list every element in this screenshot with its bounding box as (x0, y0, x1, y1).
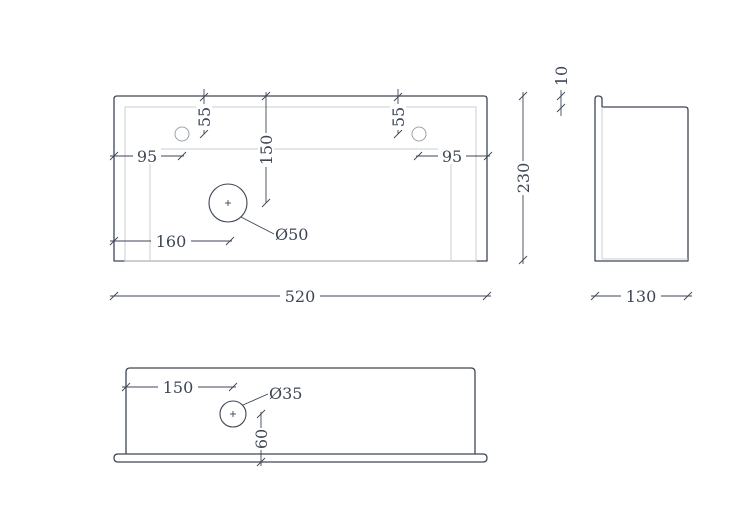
dim-drain-offset: 160 (109, 232, 235, 251)
dim-tap-offset-right: 95 (413, 147, 493, 166)
dim-lip-height: 10 (552, 66, 571, 116)
drain-center-mark (225, 200, 231, 206)
front-view-basin-outline (149, 148, 452, 262)
tap-hole-right (411, 126, 427, 142)
dim-tap-depth-left: 55 (195, 89, 214, 139)
dim-top-drain-depth: 60 (252, 409, 271, 467)
front-view-outline (113, 95, 488, 262)
dim-label-tap-depth-right: 55 (389, 107, 408, 127)
top-view-lip (113, 453, 488, 463)
side-view-outline (594, 95, 689, 262)
dim-top-drain-diameter: Ø35 (242, 384, 302, 406)
top-view: 150 Ø35 60 (113, 367, 488, 467)
top-view-outline (125, 367, 476, 454)
dim-drain-diameter: Ø50 (240, 216, 308, 244)
dim-label-tap-depth-left: 55 (195, 107, 214, 127)
dim-drain-depth: 150 (257, 91, 276, 208)
side-view: 10 130 (552, 66, 693, 306)
dim-label-drain-diameter: Ø50 (275, 225, 308, 244)
dim-depth: 130 (590, 287, 693, 306)
tap-hole-left (174, 126, 190, 142)
dim-label-height: 230 (514, 163, 533, 194)
front-view: 55 55 150 95 (109, 89, 533, 306)
dim-top-drain-offset: 150 (121, 378, 238, 397)
dim-overall-width: 520 (109, 287, 492, 306)
dim-label-top-drain-offset: 150 (163, 378, 194, 397)
dim-label-top-drain-diameter: Ø35 (269, 384, 302, 403)
dim-label-drain-depth: 150 (257, 135, 276, 166)
dim-tap-depth-right: 55 (389, 89, 408, 139)
dim-height: 230 (514, 91, 533, 265)
drain-center-mark-top (230, 411, 236, 417)
dim-tap-offset-left: 95 (109, 147, 187, 166)
dim-label-tap-offset-right: 95 (442, 147, 462, 166)
dim-label-top-drain-depth: 60 (252, 429, 271, 449)
dim-label-lip-height: 10 (552, 66, 571, 86)
dim-label-overall-width: 520 (285, 287, 316, 306)
dim-label-tap-offset-left: 95 (137, 147, 157, 166)
dim-label-drain-offset: 160 (156, 232, 187, 251)
dim-label-depth: 130 (626, 287, 657, 306)
